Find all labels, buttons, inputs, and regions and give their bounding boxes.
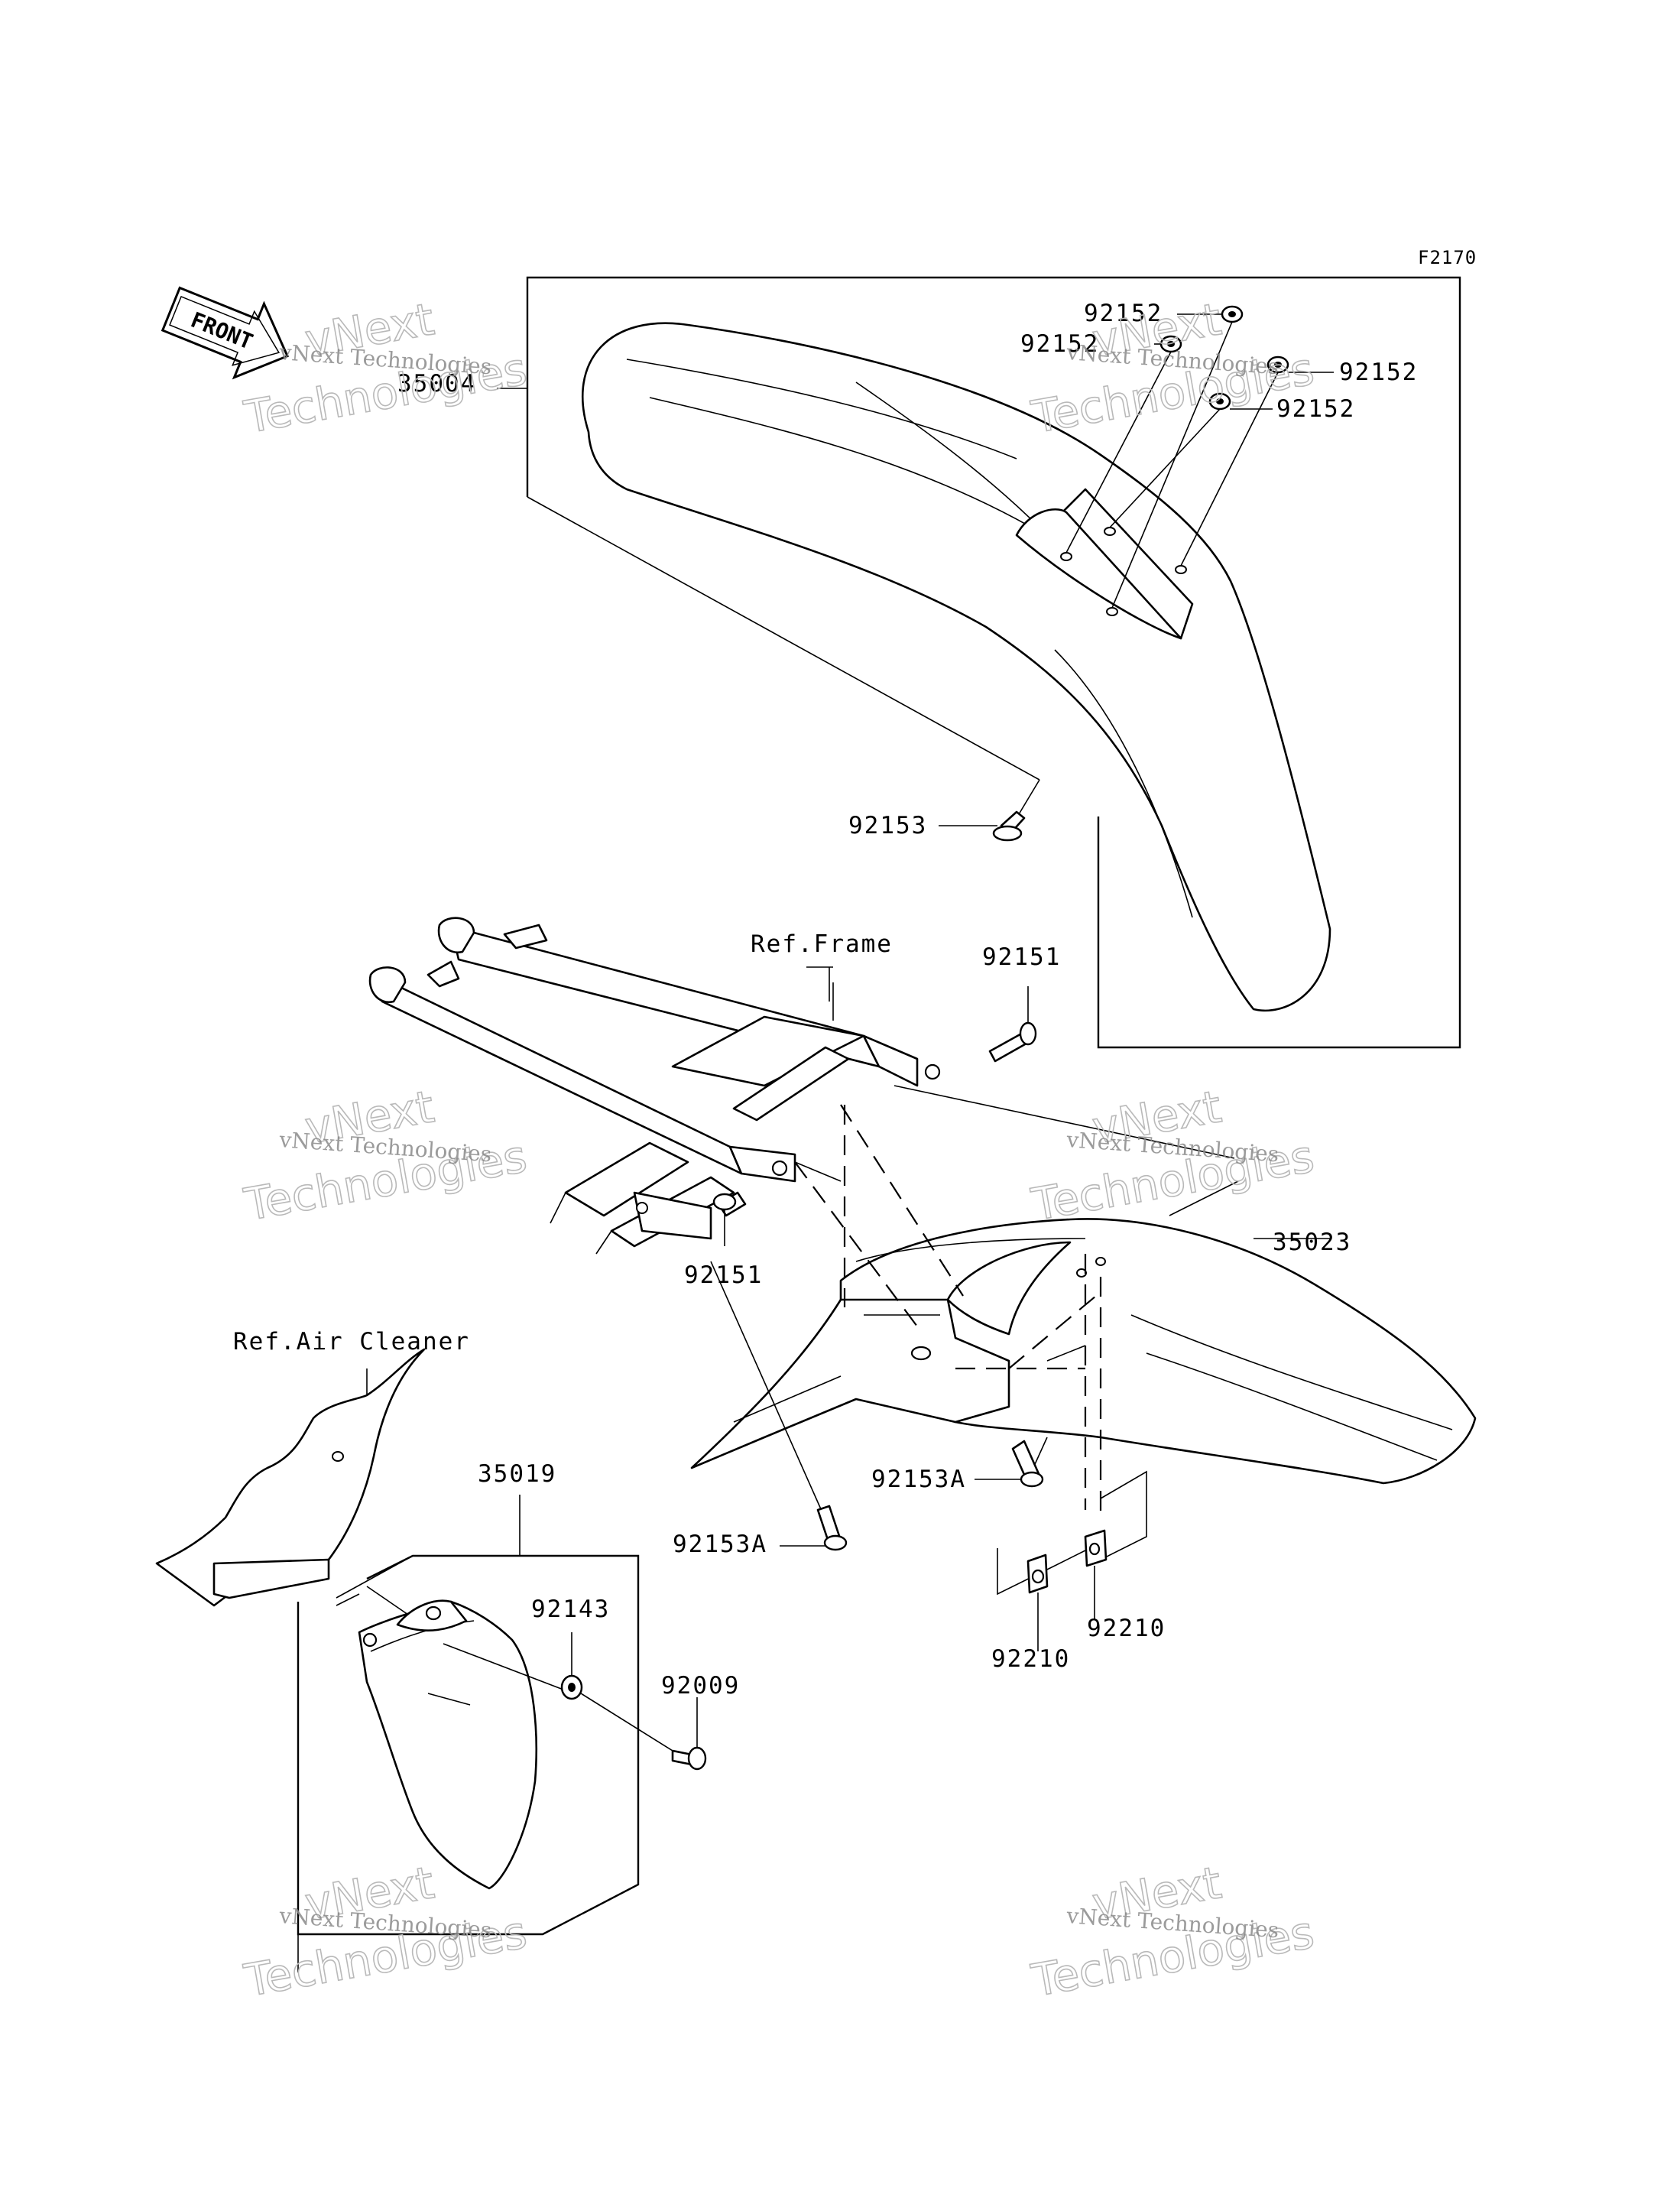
mud-flap: [358, 1599, 574, 1890]
label-92151-lower: 92151: [684, 1261, 763, 1289]
figure-code: F2170: [1418, 247, 1477, 268]
clip-nut-icon: [997, 1470, 1147, 1651]
bolt-icon: [939, 779, 1040, 842]
front-fender-group-frame: [497, 276, 1461, 1049]
label-92210-left: 92210: [991, 1645, 1070, 1673]
label-92152-c: 92152: [1339, 359, 1418, 386]
screw-icon: [671, 1697, 707, 1771]
label-35004: 35004: [397, 370, 476, 398]
label-92210-right: 92210: [1087, 1615, 1166, 1642]
front-fender: [581, 322, 1331, 1012]
front-arrow-icon: FRONT: [161, 286, 290, 380]
label-92153a-left: 92153A: [673, 1531, 767, 1558]
rear-fender-leader: [1169, 1180, 1239, 1216]
bolt-icon: [975, 1437, 1048, 1488]
air-cleaner-housing: [155, 1348, 426, 1607]
bolt-icon: [988, 986, 1037, 1063]
assembly-dashed-lines: [794, 1104, 1102, 1514]
bolt-icon: [712, 1191, 747, 1246]
washer-leader-lines: [1065, 313, 1334, 609]
label-92152-a: 92152: [1084, 300, 1163, 327]
label-92153: 92153: [848, 812, 927, 839]
label-92152-b: 92152: [1020, 330, 1099, 358]
label-35019: 35019: [478, 1460, 556, 1488]
bolt-icon: [710, 1261, 848, 1551]
washer-icon: [560, 1632, 673, 1752]
label-92152-d: 92152: [1276, 395, 1355, 423]
frame-subframe: [368, 917, 1235, 1255]
label-92009: 92009: [661, 1672, 740, 1700]
label-92153a-right: 92153A: [871, 1466, 966, 1493]
washer-icon: [1159, 305, 1289, 411]
rear-fender: [690, 1218, 1477, 1485]
label-ref-frame: Ref.Frame: [751, 930, 893, 958]
label-35023: 35023: [1273, 1229, 1351, 1256]
part-labels: 35004 92152 92152 92152 92152 92153 Ref.…: [233, 300, 1418, 1700]
label-ref-air-cleaner: Ref.Air Cleaner: [233, 1328, 470, 1355]
label-92143: 92143: [531, 1596, 610, 1623]
label-92151-upper: 92151: [982, 943, 1061, 971]
ref-frame-leader: [806, 966, 833, 1002]
